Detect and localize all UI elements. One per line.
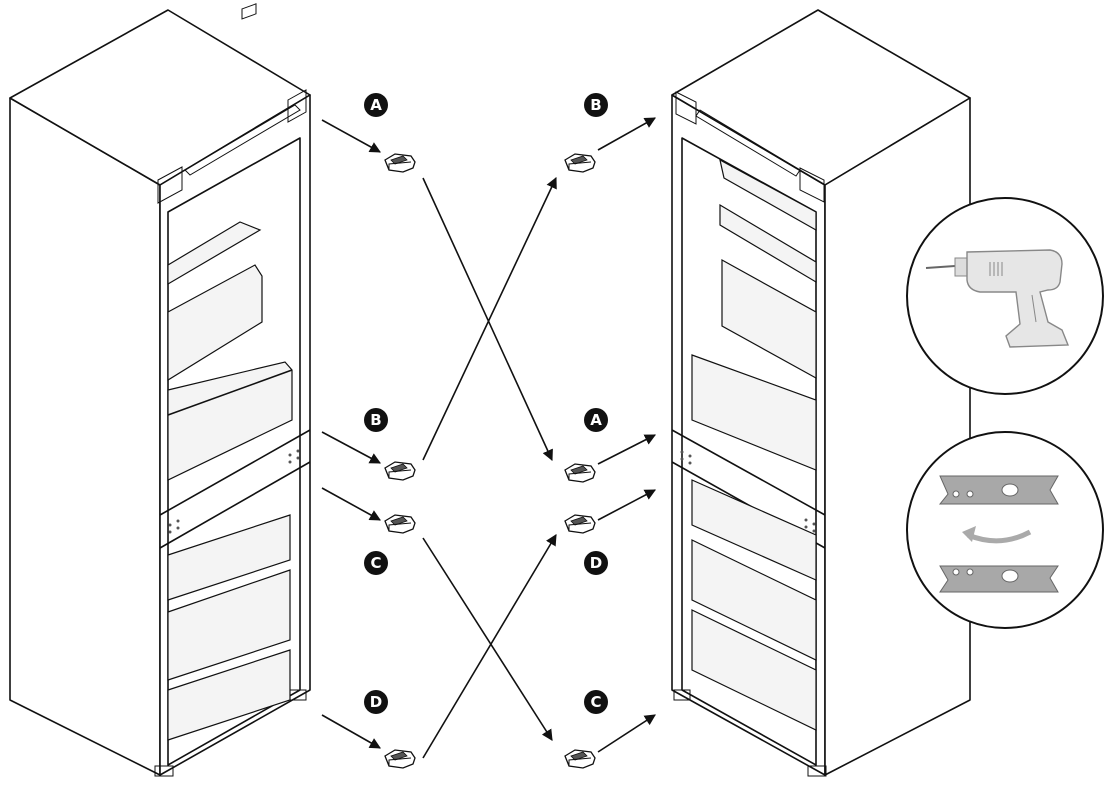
hinge-left-top	[384, 153, 416, 173]
label-right-mid2: D	[584, 551, 608, 575]
label-right-bottom: C	[584, 690, 608, 714]
hinge-right-bottom	[564, 749, 596, 769]
label-left-bottom: D	[364, 690, 388, 714]
label-right-mid1: A	[584, 408, 608, 432]
svg-text:C: C	[590, 693, 601, 711]
svg-text:A: A	[590, 411, 602, 429]
arrows-removal	[321, 119, 381, 749]
hinge-flip-icon	[906, 431, 1104, 629]
hinge-left-mid2	[384, 514, 416, 534]
label-left-mid2: C	[364, 551, 388, 575]
hinge-right-mid2	[564, 514, 596, 534]
svg-text:B: B	[590, 96, 601, 114]
fridge-right	[671, 9, 971, 777]
hinge-left-mid1	[384, 461, 416, 481]
svg-text:D: D	[370, 693, 382, 711]
hinge-right-top	[564, 153, 596, 173]
svg-text:D: D	[590, 554, 602, 572]
hinge-right-mid1	[564, 463, 596, 483]
label-right-top: B	[584, 93, 608, 117]
svg-text:B: B	[370, 411, 381, 429]
svg-text:A: A	[370, 96, 382, 114]
svg-text:C: C	[370, 554, 381, 572]
hinge-left-bottom	[384, 749, 416, 769]
label-left-top: A	[364, 93, 388, 117]
cordless-drill-icon	[906, 197, 1104, 395]
fridge-left	[9, 3, 311, 777]
arrows-swap	[422, 176, 557, 759]
label-left-mid1: B	[364, 408, 388, 432]
arrows-install	[597, 117, 656, 753]
